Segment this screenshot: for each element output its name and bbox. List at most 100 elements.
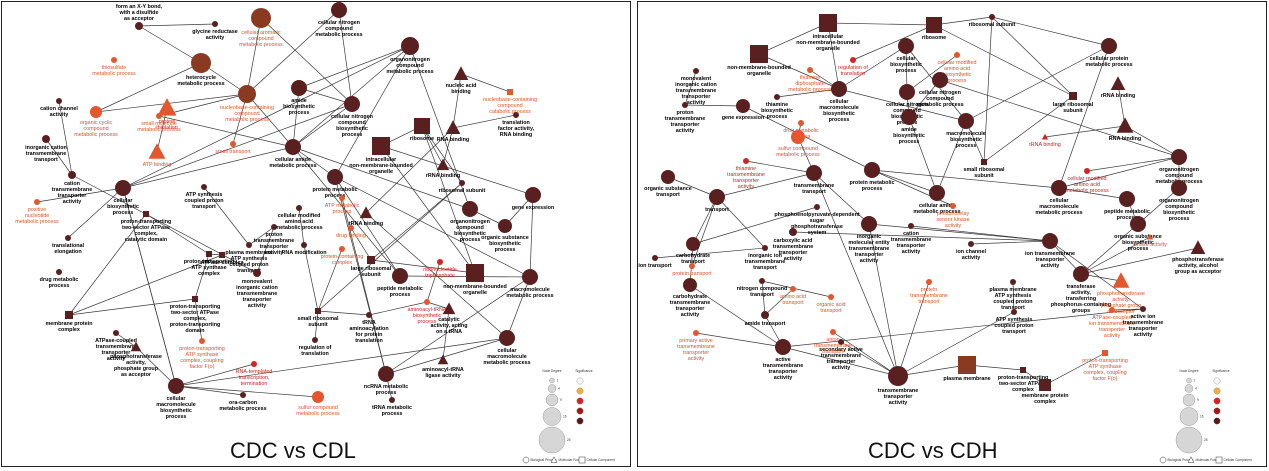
node-circle-marker[interactable] <box>1051 180 1067 196</box>
node-triangle-marker[interactable] <box>1110 76 1126 90</box>
node-triangle-marker[interactable] <box>436 158 450 171</box>
node-circle-marker[interactable] <box>1130 216 1146 232</box>
node-circle-marker[interactable] <box>34 199 40 205</box>
node-circle-marker[interactable] <box>65 235 71 241</box>
node-circle-marker[interactable] <box>212 21 218 27</box>
node-square-marker[interactable] <box>819 14 837 32</box>
node-circle-marker[interactable] <box>115 180 131 196</box>
node-circle-marker[interactable] <box>864 162 880 178</box>
node-circle-marker[interactable] <box>1042 233 1058 249</box>
network-node[interactable]: RNA binding <box>1109 117 1141 142</box>
node-circle-marker[interactable] <box>989 14 995 20</box>
node-circle-marker[interactable] <box>950 203 956 209</box>
node-circle-marker[interactable] <box>240 392 246 398</box>
node-circle-marker[interactable] <box>339 246 345 252</box>
node-triangle-marker[interactable] <box>445 120 461 134</box>
node-triangle-marker[interactable] <box>157 98 177 116</box>
network-node[interactable]: ATPase complex <box>201 252 244 266</box>
node-circle-marker[interactable] <box>908 223 914 229</box>
node-circle-marker[interactable] <box>331 2 347 18</box>
node-square-marker[interactable] <box>372 137 390 155</box>
node-circle-marker[interactable] <box>378 366 394 382</box>
node-circle-marker[interactable] <box>790 286 796 292</box>
node-circle-marker[interactable] <box>498 219 512 233</box>
node-circle-marker[interactable] <box>251 8 271 28</box>
node-circle-marker[interactable] <box>56 269 62 275</box>
node-circle-marker[interactable] <box>312 391 324 403</box>
network-node[interactable]: tRNA binding <box>1029 133 1061 148</box>
node-circle-marker[interactable] <box>437 259 443 265</box>
node-circle-marker[interactable] <box>522 269 538 285</box>
network-node[interactable]: rRNA binding <box>426 158 461 179</box>
node-circle-marker[interactable] <box>525 187 541 203</box>
node-triangle-marker[interactable] <box>1112 272 1130 288</box>
node-circle-marker[interactable] <box>246 242 252 248</box>
node-circle-marker[interactable] <box>899 84 915 100</box>
node-circle-marker[interactable] <box>682 102 688 108</box>
node-circle-marker[interactable] <box>90 106 102 118</box>
node-circle-marker[interactable] <box>1119 191 1135 207</box>
node-circle-marker[interactable] <box>339 195 345 201</box>
node-circle-marker[interactable] <box>838 339 844 345</box>
node-triangle-marker[interactable] <box>437 354 449 365</box>
node-triangle-marker[interactable] <box>1116 117 1134 133</box>
node-circle-marker[interactable] <box>111 57 117 63</box>
node-circle-marker[interactable] <box>1109 307 1115 313</box>
network-node[interactable]: small transport <box>215 141 251 155</box>
network-node[interactable]: tRNA binding <box>349 206 383 227</box>
node-circle-marker[interactable] <box>762 245 768 251</box>
node-circle-marker[interactable] <box>807 67 813 73</box>
node-circle-marker[interactable] <box>693 68 699 74</box>
node-circle-marker[interactable] <box>798 120 804 126</box>
network-node[interactable]: protein transport <box>672 263 712 277</box>
node-circle-marker[interactable] <box>271 224 277 230</box>
node-circle-marker[interactable] <box>954 52 960 58</box>
node-triangle-marker[interactable] <box>1190 240 1206 254</box>
node-circle-marker[interactable] <box>828 294 834 300</box>
node-circle-marker[interactable] <box>56 98 62 104</box>
node-circle-marker[interactable] <box>344 96 360 112</box>
network-node[interactable]: ion transport <box>638 255 672 269</box>
node-circle-marker[interactable] <box>806 165 822 181</box>
node-circle-marker[interactable] <box>926 279 932 285</box>
